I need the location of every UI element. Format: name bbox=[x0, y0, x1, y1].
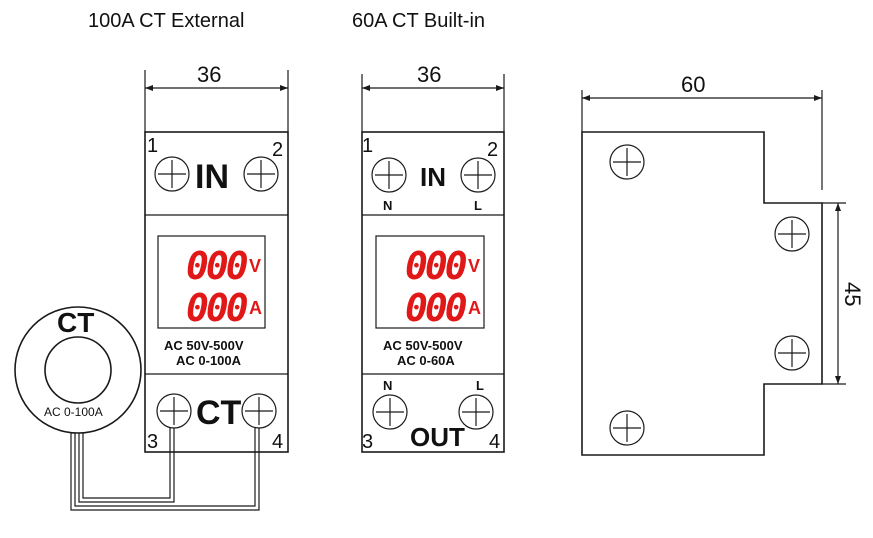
spec-voltage: AC 50V-500V bbox=[383, 338, 463, 353]
bottom-n-label: N bbox=[383, 378, 392, 393]
ct-ring: CT AC 0-100A bbox=[14, 306, 142, 434]
ct-port-label: CT bbox=[196, 394, 242, 432]
ct-wiring bbox=[70, 428, 260, 511]
heading-builtin: 60A CT Built-in bbox=[352, 10, 485, 32]
mounting-screw-icon bbox=[774, 335, 810, 371]
in-label: IN bbox=[420, 162, 446, 192]
top-n-label: N bbox=[383, 198, 392, 213]
dim-width-builtin: 36 bbox=[417, 62, 441, 87]
dim-width-external: 36 bbox=[197, 62, 221, 87]
display-voltage-unit: V bbox=[249, 256, 261, 276]
device-builtin: 36 1 2 IN N L 000 V 000 A AC 50V-500V AC… bbox=[361, 62, 505, 453]
spec-current: AC 0-60A bbox=[397, 353, 455, 368]
terminal-2-label: 2 bbox=[272, 139, 283, 161]
display-voltage-unit: V bbox=[468, 256, 480, 276]
dim-height: 45 bbox=[840, 282, 865, 306]
spec-voltage: AC 50V-500V bbox=[164, 338, 244, 353]
display-current: 000 bbox=[405, 286, 467, 330]
ct-ring-spec: AC 0-100A bbox=[44, 405, 103, 419]
mounting-screw-icon bbox=[609, 144, 645, 180]
in-label: IN bbox=[195, 158, 229, 196]
terminal-screw-icon bbox=[243, 156, 279, 192]
ct-ring-label: CT bbox=[57, 307, 94, 338]
terminal-1-label: 1 bbox=[362, 135, 373, 157]
side-view: 60 45 bbox=[581, 72, 865, 456]
terminal-1-label: 1 bbox=[147, 135, 158, 157]
bottom-l-label: L bbox=[476, 378, 484, 393]
terminal-screw-icon bbox=[460, 157, 496, 193]
terminal-screw-icon bbox=[154, 156, 190, 192]
terminal-screw-icon bbox=[458, 394, 494, 430]
dim-depth: 60 bbox=[681, 72, 705, 97]
display-current: 000 bbox=[186, 286, 248, 330]
heading-external: 100A CT External bbox=[88, 10, 244, 32]
terminal-screw-icon bbox=[372, 394, 408, 430]
display-voltage: 000 bbox=[405, 244, 467, 288]
mounting-screw-icon bbox=[609, 410, 645, 446]
display-current-unit: A bbox=[249, 298, 262, 318]
top-l-label: L bbox=[474, 198, 482, 213]
mounting-screw-icon bbox=[774, 216, 810, 252]
display-voltage: 000 bbox=[186, 244, 248, 288]
display-current-unit: A bbox=[468, 298, 481, 318]
terminal-3-label: 3 bbox=[147, 431, 158, 453]
terminal-2-label: 2 bbox=[487, 139, 498, 161]
device-external: 36 1 2 IN 000 V 000 A AC 50V-500V AC 0-1… bbox=[144, 62, 289, 453]
terminal-screw-icon bbox=[371, 157, 407, 193]
terminal-4-label: 4 bbox=[489, 431, 500, 453]
out-label: OUT bbox=[410, 422, 465, 452]
terminal-3-label: 3 bbox=[362, 431, 373, 453]
terminal-4-label: 4 bbox=[272, 431, 283, 453]
spec-current: AC 0-100A bbox=[176, 353, 242, 368]
